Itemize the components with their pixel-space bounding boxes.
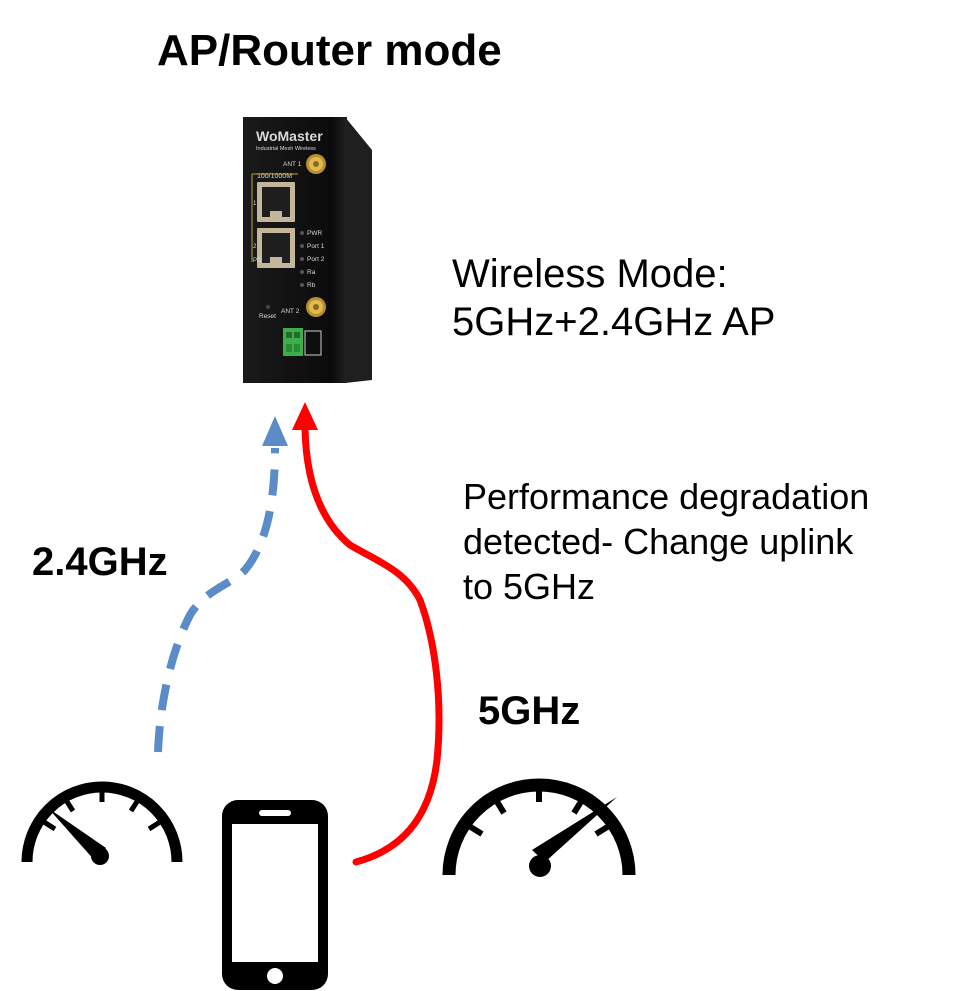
router-device: WoMaster Industrial Mesh Wireless ANT 1 … — [243, 117, 372, 383]
wireless-mode-line-1: Wireless Mode: — [452, 252, 728, 296]
performance-line-2: detected- Change uplink — [463, 521, 854, 562]
poe-pd-label: PD — [253, 258, 262, 264]
ant1-label: ANT 1 — [283, 161, 302, 168]
smartphone-icon — [222, 800, 328, 990]
link-2-4ghz-arrowhead — [262, 416, 288, 446]
router-side-panel — [345, 117, 372, 383]
diagram-title: AP/Router mode — [157, 26, 502, 75]
led-rb-label: Rb — [307, 282, 316, 289]
band-label-5ghz: 5GHz — [478, 689, 581, 733]
led-pwr-label: PWR — [307, 230, 322, 237]
performance-note: Performance degradation detected- Change… — [463, 474, 869, 609]
ant2-label: ANT 2 — [281, 308, 300, 315]
reset-pinhole — [266, 305, 270, 309]
status-leds — [300, 231, 304, 287]
power-terminal-block — [283, 328, 303, 356]
wireless-mode-note: Wireless Mode: 5GHz+2.4GHz AP — [452, 250, 775, 346]
band-label-2-4ghz: 2.4GHz — [32, 540, 168, 584]
router-tagline: Industrial Mesh Wireless — [256, 146, 316, 152]
speedometer-low-icon — [21, 781, 183, 865]
router-brand: WoMaster — [256, 128, 323, 144]
ethernet-port-2 — [257, 228, 295, 268]
ethernet-port-1 — [257, 182, 295, 222]
link-5ghz-arrowhead — [292, 402, 318, 430]
led-port2-label: Port 2 — [307, 256, 325, 263]
power-polarity-box — [304, 330, 322, 356]
port-1-number: 1 — [253, 201, 257, 207]
link-2-4ghz-dashed — [154, 447, 279, 753]
speedometer-high-icon — [442, 778, 636, 877]
port-2-number: 2 — [253, 244, 257, 250]
reset-label: Reset — [259, 313, 276, 320]
performance-line-3: to 5GHz — [463, 566, 596, 607]
antenna-connector-1 — [306, 154, 326, 174]
wireless-mode-line-2: 5GHz+2.4GHz AP — [452, 300, 776, 344]
led-port1-label: Port 1 — [307, 243, 325, 250]
led-ra-label: Ra — [307, 269, 316, 276]
port-speed-label: 100/1000M — [257, 173, 292, 180]
antenna-connector-2 — [306, 297, 326, 317]
link-5ghz-solid — [301, 424, 443, 866]
performance-line-1: Performance degradation — [463, 476, 870, 517]
